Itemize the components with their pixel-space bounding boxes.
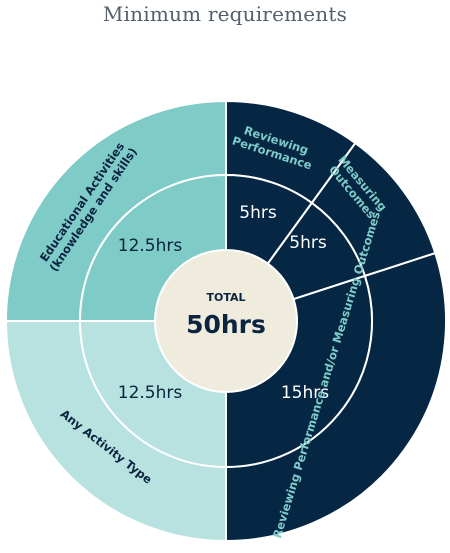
chart-title: Minimum requirements bbox=[102, 2, 348, 26]
inner-value-label: 5hrs bbox=[239, 203, 277, 223]
center-label: TOTAL bbox=[206, 291, 245, 304]
inner-value-label: 5hrs bbox=[289, 233, 327, 253]
inner-slice bbox=[78, 320, 227, 469]
inner-value-label: 15hrs bbox=[281, 383, 329, 403]
inner-slice bbox=[266, 201, 367, 301]
inner-value-label: 12.5hrs bbox=[118, 236, 183, 256]
inner-slice bbox=[225, 274, 373, 469]
center-value: 50hrs bbox=[186, 310, 266, 339]
inner-slice bbox=[225, 173, 314, 265]
inner-slice bbox=[78, 173, 227, 322]
inner-value-label: 12.5hrs bbox=[118, 383, 183, 403]
center-circle bbox=[156, 251, 296, 391]
